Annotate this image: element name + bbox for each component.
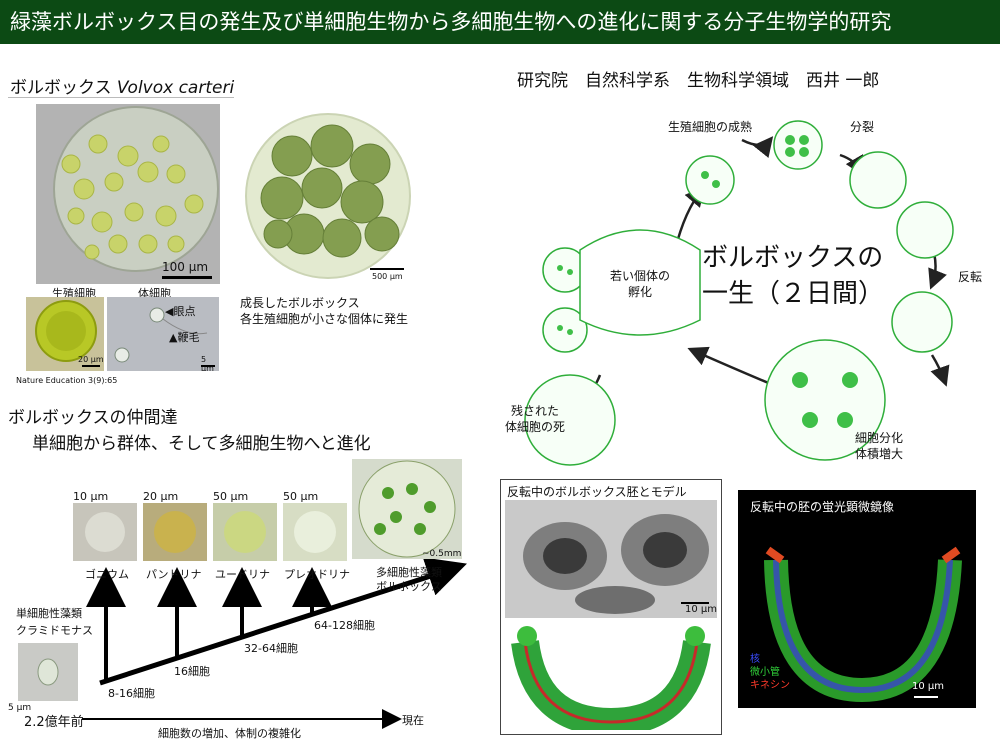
diff-line2: 体積増大 — [855, 447, 904, 461]
eyespot-label: ◀眼点 — [165, 305, 196, 318]
volvox-photo: 100 μm — [36, 104, 220, 284]
scalebar-100 — [162, 276, 212, 279]
evolution-heading2: 単細胞から群体、そして多細胞生物へと進化 — [32, 434, 371, 454]
scale-label-20: 20 μm — [78, 355, 104, 364]
label-present: 現在 — [402, 714, 424, 727]
fluorescence-box: 反転中の胚の蛍光顕微鏡像 核 微小管 キネシン 10 μm — [738, 490, 976, 708]
lifecycle-title: ボルボックスの 一生（２日間） — [702, 240, 884, 312]
scale-pandorina: 20 μm — [143, 490, 179, 503]
legend-kinesin-text: キネシン — [750, 680, 790, 691]
somatic-photo: ◀眼点 ▲鞭毛 5 μm — [107, 297, 219, 371]
death-line2: 体細胞の死 — [505, 420, 566, 434]
label-multicellular: 多細胞性藻類 ボルボックス — [376, 566, 442, 594]
page-title: 緑藻ボルボックス目の発生及び単細胞生物から多細胞生物への進化に関する分子生物学的… — [0, 0, 1000, 44]
label-gonidia: 生殖細胞 — [52, 287, 96, 300]
inversion-photo-svg — [523, 514, 709, 614]
death-line1: 残された — [511, 404, 560, 418]
legend-nucleus: 核 — [750, 650, 760, 665]
inversion-title: 反転中のボルボックス胚とモデル — [507, 485, 687, 499]
volvox-heading-jp: ボルボックス — [10, 78, 112, 98]
gonidium-svg — [35, 300, 97, 362]
label-division: 分裂 — [850, 120, 875, 134]
fluorescence-scalebar — [914, 696, 938, 698]
scalebar-500 — [370, 268, 404, 270]
scalebar-5 — [201, 365, 215, 367]
inversion-model — [505, 622, 717, 737]
flagella-label: ▲鞭毛 — [169, 331, 200, 344]
lifecycle-diagram: 生殖細胞の成熟 分裂 反転 細胞分化 体積増大 若い個体の 孵化 残された 体細… — [470, 100, 990, 470]
scale-label-5: 5 μm — [201, 355, 214, 371]
scale-eudorina: 50 μm — [213, 490, 249, 503]
legend-microtubule-text: 微小管 — [750, 667, 780, 678]
fluorescence-title: 反転中の胚の蛍光顕微鏡像 — [750, 500, 895, 514]
label-pleodorina: プレオドリナ — [284, 568, 350, 581]
grown-volvox-svg — [245, 113, 411, 279]
multi-line1: 多細胞性藻類 — [376, 566, 442, 579]
inversion-photo: 10 μm — [505, 500, 717, 618]
label-axis: 細胞数の増加、体制の複雑化 — [158, 727, 301, 740]
label-64-128: 64-128細胞 — [314, 619, 375, 632]
citation: Nature Education 3(9):65 — [16, 376, 118, 385]
label-gonium: ゴニウム — [85, 568, 129, 581]
inversion-model-svg — [511, 626, 711, 737]
label-pandorina: パンドリナ — [146, 568, 202, 581]
inversion-scalebar — [681, 602, 709, 604]
legend-nucleus-text: 核 — [750, 654, 760, 665]
fluorescence-scale-label: 10 μm — [912, 681, 945, 692]
lifecycle-svg — [524, 120, 954, 466]
author: 研究院 自然科学系 生物科学領域 西井 一郎 — [517, 71, 880, 91]
inversion-scale-label: 10 μm — [685, 604, 717, 615]
volvox-heading: ボルボックス Volvox carteri — [10, 73, 234, 98]
evolution-heading1: ボルボックスの仲間達 — [8, 408, 178, 428]
hatch-line1: 若い個体の — [610, 269, 671, 283]
label-8-16: 8-16細胞 — [108, 687, 155, 700]
somatic-svg — [114, 307, 208, 363]
scale-label-100: 100 μm — [162, 260, 209, 274]
multi-line2: ボルボックス — [376, 580, 442, 593]
lifecycle-title-line1: ボルボックスの — [702, 243, 884, 273]
scale-unicell: 5 μm — [8, 703, 32, 713]
volvox-photo-svg — [53, 106, 219, 272]
diff-line1: 細胞分化 — [855, 431, 904, 445]
label-hatching: 若い個体の 孵化 — [610, 268, 670, 300]
fluorescence-svg — [764, 546, 962, 703]
label-differentiation: 細胞分化 体積増大 — [855, 430, 903, 462]
label-death: 残された 体細胞の死 — [505, 403, 565, 435]
volvox-heading-latin: Volvox carteri — [116, 78, 235, 98]
unicell-line1: 単細胞性藻類 — [16, 607, 82, 620]
label-somatic: 体細胞 — [138, 287, 171, 300]
heading-divider — [8, 97, 234, 98]
label-unicellular: 単細胞性藻類 クラミドモナス — [16, 605, 93, 639]
scale-volvox: ~0.5mm — [422, 549, 462, 559]
legend-kinesin: キネシン — [750, 676, 790, 691]
grown-volvox-photo: 500 μm — [242, 106, 412, 284]
grown-caption-line1: 成長したボルボックス — [240, 296, 360, 310]
evolution-svg — [18, 459, 467, 729]
grown-caption: 成長したボルボックス 各生殖細胞が小さな個体に発生 — [240, 295, 408, 327]
label-eudorina: ユードリナ — [215, 568, 270, 581]
scalebar-20 — [82, 365, 100, 367]
evolution-diagram: 10 μm 20 μm 50 μm 50 μm ~0.5mm ゴニウム パンドリ… — [0, 455, 480, 744]
hatch-line2: 孵化 — [628, 285, 653, 299]
unicell-line2: クラミドモナス — [16, 624, 93, 637]
grown-caption-line2: 各生殖細胞が小さな個体に発生 — [240, 312, 409, 326]
label-gonidia-mature: 生殖細胞の成熟 — [668, 120, 753, 134]
label-32-64: 32-64細胞 — [244, 642, 298, 655]
label-16: 16細胞 — [174, 665, 210, 678]
label-past: 2.2億年前 — [24, 715, 84, 730]
label-inversion: 反転 — [958, 270, 983, 284]
scale-pleodorina: 50 μm — [283, 490, 319, 503]
lifecycle-title-line2: 一生（２日間） — [702, 279, 885, 309]
scale-label-500: 500 μm — [372, 272, 403, 281]
legend-microtubule: 微小管 — [750, 663, 780, 678]
inversion-box: 反転中のボルボックス胚とモデル 10 μm — [500, 479, 722, 737]
scale-gonium: 10 μm — [73, 490, 109, 503]
gonidium-photo: 20 μm — [26, 297, 104, 371]
